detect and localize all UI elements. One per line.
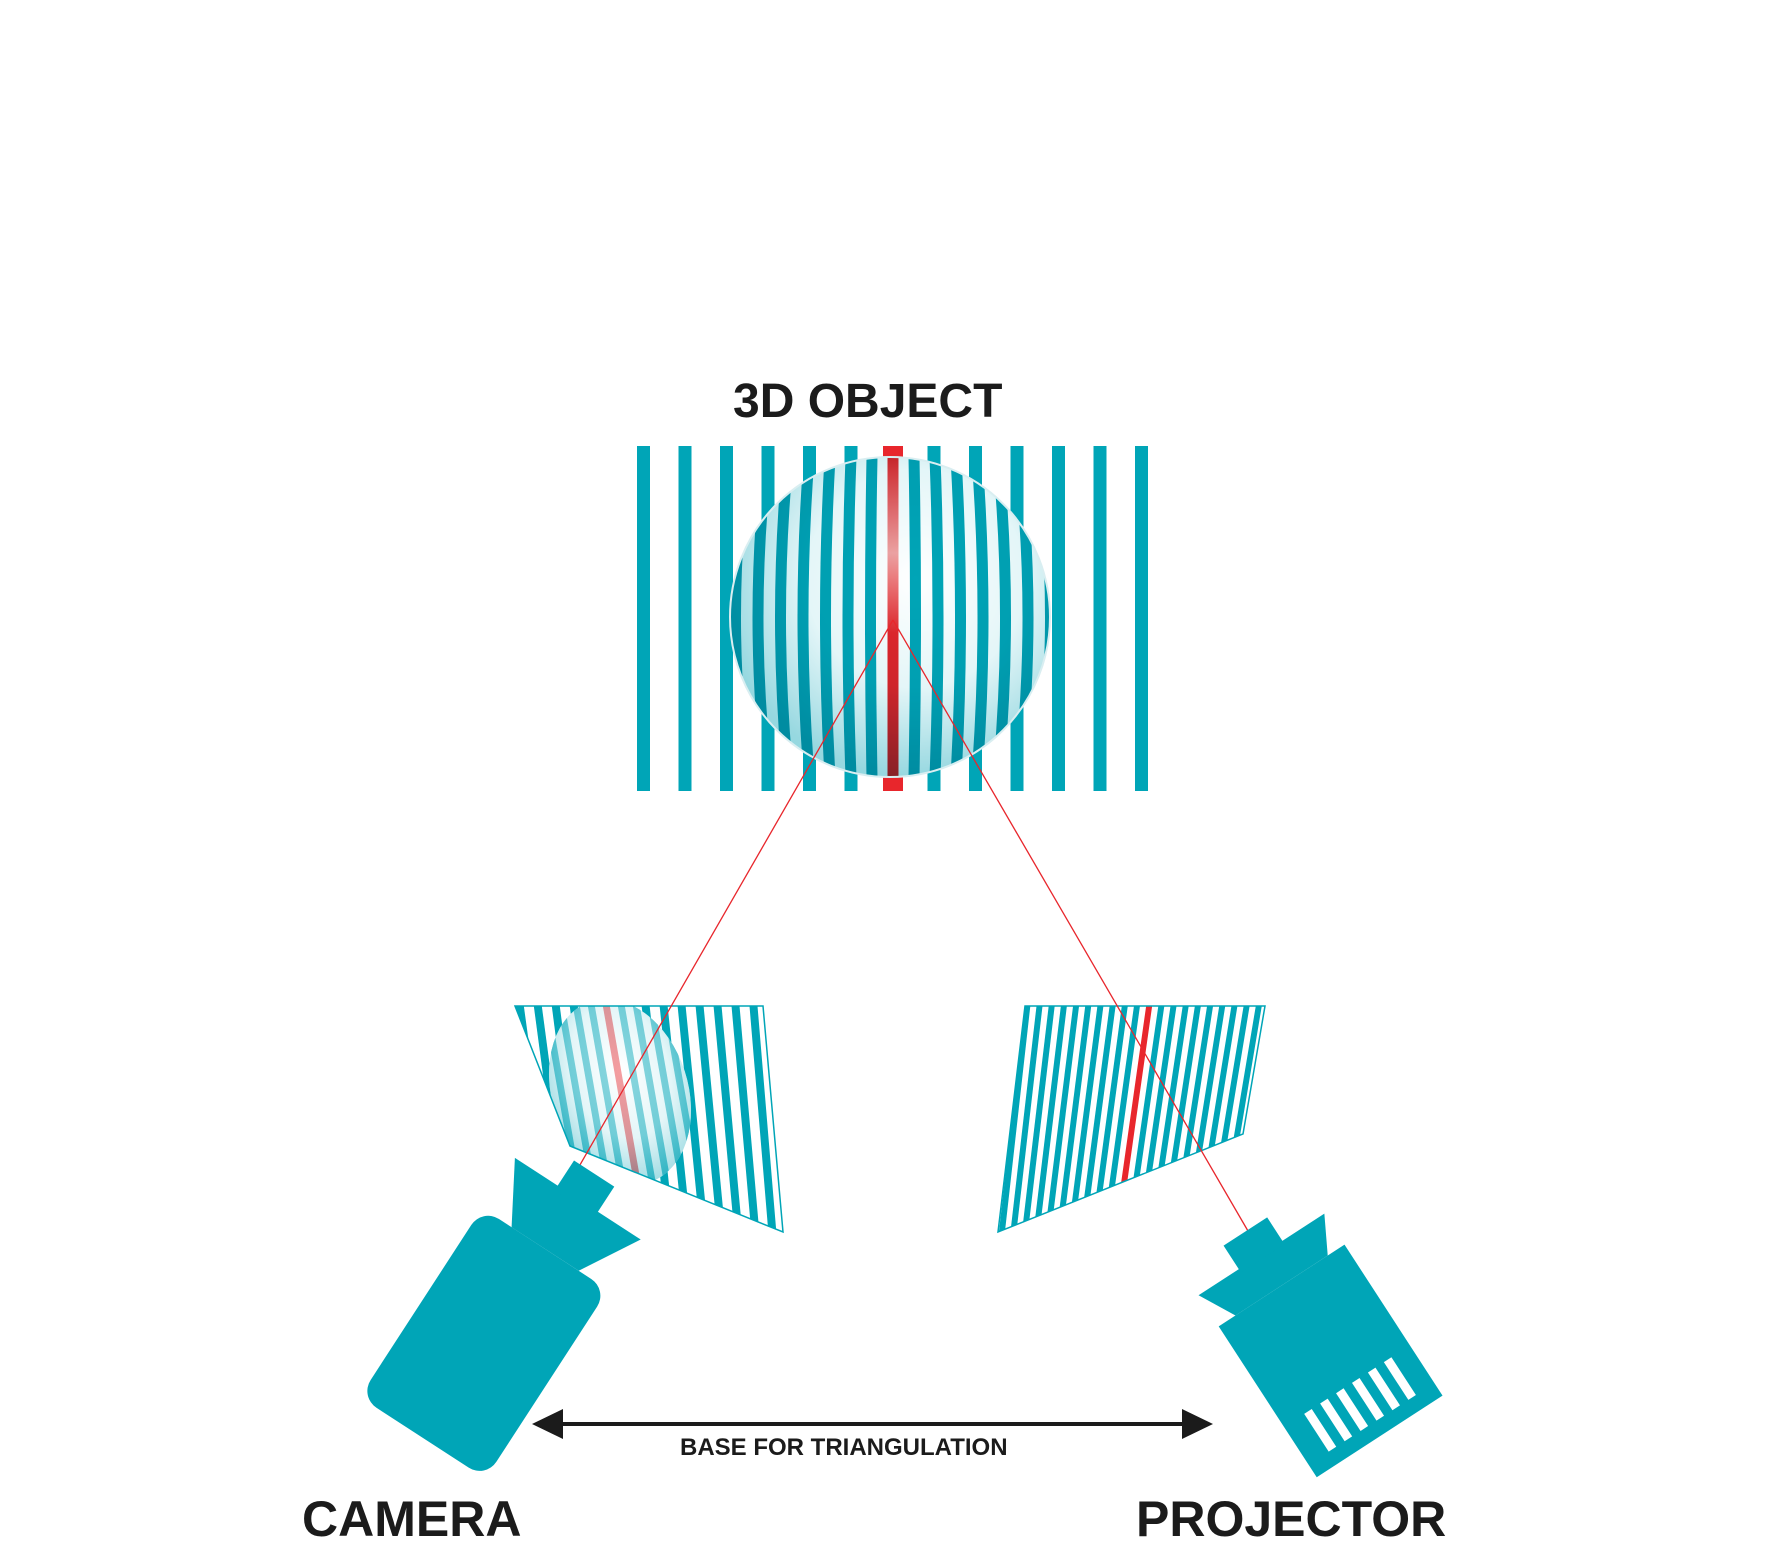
projector-slot xyxy=(1367,1367,1400,1411)
camera-image-panel xyxy=(513,1005,784,1234)
projector-panel-stripe xyxy=(1044,1006,1080,1232)
sphere-object xyxy=(729,456,1051,778)
light-rays xyxy=(540,619,1249,1234)
base-arrow xyxy=(532,1409,1213,1439)
projector-pattern-panel xyxy=(997,1005,1266,1234)
pattern-stripe xyxy=(1093,446,1107,791)
pattern-stripe xyxy=(637,446,650,791)
pattern-stripe xyxy=(1135,446,1148,791)
projector-icon xyxy=(1198,1213,1443,1478)
projector-panel-stripe xyxy=(1021,1006,1056,1232)
projector-slot xyxy=(1320,1398,1353,1442)
projector-highlight-stripe xyxy=(1113,1006,1153,1232)
projector-panel-stripe xyxy=(1032,1006,1068,1232)
camera-panel-stripe xyxy=(731,1006,760,1232)
projector-label: PROJECTOR xyxy=(1136,1491,1447,1547)
camera-panel-stripe xyxy=(677,1006,709,1232)
projector-slot xyxy=(1351,1377,1385,1421)
camera-ray xyxy=(540,619,894,1234)
projector-panel-stripe xyxy=(1101,1006,1141,1232)
base-label: BASE FOR TRIANGULATION xyxy=(680,1434,1008,1461)
projector-panel-stripe xyxy=(1055,1006,1092,1232)
projector-panel-stripe xyxy=(1090,1006,1129,1232)
projector-panel-stripe xyxy=(1009,1006,1044,1232)
pattern-stripe xyxy=(678,446,692,791)
pattern-stripe xyxy=(1052,446,1065,791)
pattern-stripe xyxy=(720,446,733,791)
projector-panel-stripe xyxy=(998,1006,1031,1232)
camera-panel-stripe xyxy=(713,1006,743,1232)
object-label: 3D OBJECT xyxy=(733,375,1003,428)
camera-icon xyxy=(367,1157,641,1471)
projector-panel-stripe xyxy=(1067,1006,1105,1232)
projector-panel-stripe xyxy=(1078,1006,1117,1232)
projector-ray xyxy=(892,619,1249,1232)
projector-slot xyxy=(1383,1357,1416,1400)
projector-slot xyxy=(1336,1388,1369,1431)
projector-slot xyxy=(1304,1409,1337,1452)
camera-panel-stripe xyxy=(695,1006,726,1232)
camera-panel-stripe xyxy=(749,1006,777,1232)
camera-label: CAMERA xyxy=(302,1491,522,1547)
